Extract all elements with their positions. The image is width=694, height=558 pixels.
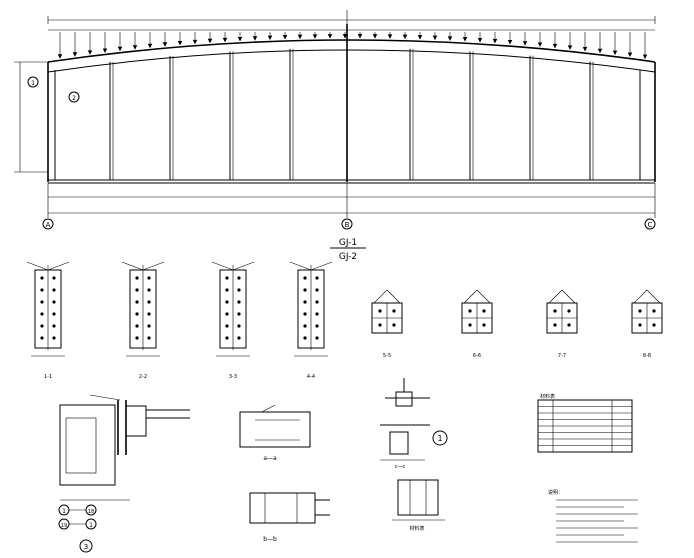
frame-title-gj1: GJ-1 [339,238,357,248]
material-table: 材料表 [537,393,633,453]
section-label: 2-2 [139,374,147,380]
section-label: 6-6 [473,353,481,359]
table-title: 材料表 [540,393,555,400]
detail-bubble-one: 1 [432,430,448,446]
svg-text:18: 18 [88,509,94,515]
svg-text:1: 1 [62,508,66,515]
section-b-b-label: b—b [263,536,277,543]
svg-text:1: 1 [437,434,442,443]
axis-bubble-a: A [42,218,54,230]
section-label: 1-1 [44,374,52,380]
section-label: 8-8 [643,353,651,359]
section-a-a: a—a [239,404,311,462]
detail-bubble-1: 1 [27,76,39,88]
section-label: 4-4 [307,374,315,380]
section-c-c-label: c—c [395,464,406,470]
notes-block: 说明： [548,489,638,543]
section-label: 7-7 [558,353,566,359]
svg-text:1: 1 [89,522,93,529]
detail-bubble-3: 3 [79,539,93,553]
svg-text:3: 3 [84,543,88,551]
callout-bubble-18: 1 18 [58,504,97,516]
base-plate-detail: 材料表 [392,479,445,532]
frame-title-gj2: GJ-2 [339,252,357,262]
detail-bubble-2: 2 [68,91,80,103]
section-a-a-label: a—a [263,455,277,462]
axis-label-a: A [46,221,51,229]
section-label: 3-3 [229,374,237,380]
svg-text:2: 2 [72,95,76,102]
axis-label-b: B [345,221,350,229]
portal-frame-elevation [14,10,656,218]
section-b-b: b—b [249,492,330,543]
axis-label-c: C [648,221,653,229]
connection-details-row: 1-1 2-2 3-3 4-4 5-5 6-6 7-7 8-8 [26,261,663,380]
section-c-c: c—c [380,378,430,470]
axis-bubble-b: B [341,218,353,230]
section-label: 5-5 [383,353,391,359]
axis-bubble-c: C [644,218,656,230]
svg-text:1: 1 [31,80,35,87]
plate-detail-label: 材料表 [409,525,424,532]
notes-title: 说明： [548,489,563,496]
callout-bubble-19: 19 1 [58,518,97,530]
column-base-detail [59,394,190,501]
svg-text:19: 19 [61,523,67,529]
